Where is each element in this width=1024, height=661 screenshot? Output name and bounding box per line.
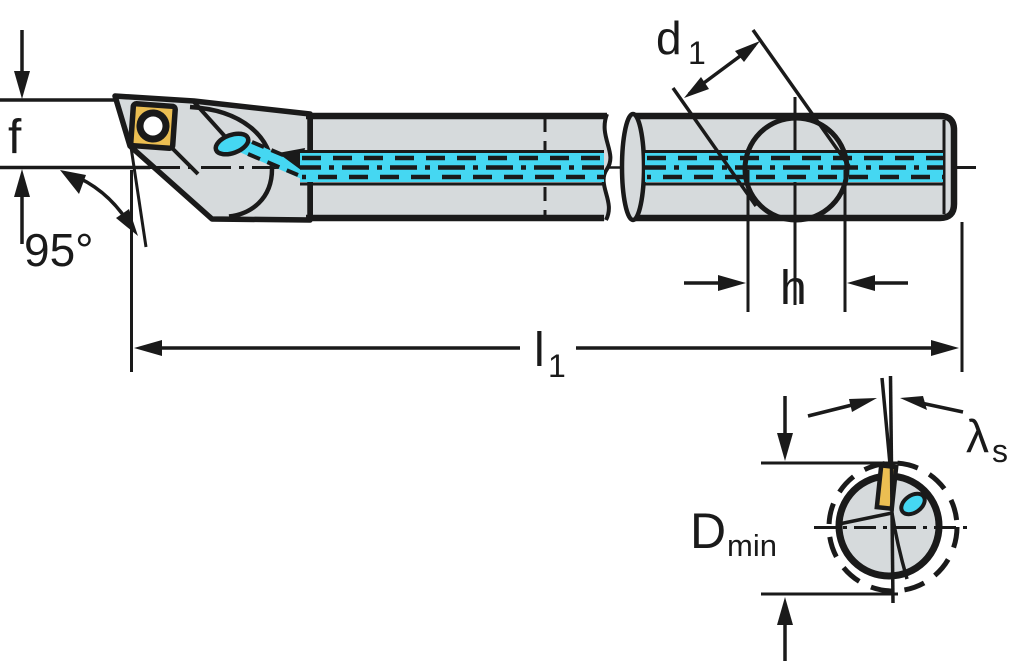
f-label: f <box>8 111 22 164</box>
lambda-label-sub: s <box>992 433 1008 469</box>
lambda-arrowhead-left <box>849 398 877 412</box>
end-view: λ s D min <box>690 375 1008 661</box>
dmin-label-main: D <box>690 503 726 559</box>
d1-dimension: d 1 <box>656 12 851 208</box>
coolant-outlet-hole <box>213 131 251 157</box>
coolant-hole-end-view <box>899 491 927 517</box>
angle-arrowhead-start <box>60 170 86 194</box>
lambda-tilted-line <box>880 377 892 465</box>
d1-label-sub: 1 <box>688 35 706 71</box>
lambda-vertical-line <box>888 375 895 604</box>
cutting-insert-side <box>128 101 178 151</box>
f-arrowhead-down <box>14 71 30 99</box>
l1-label-main: l <box>534 324 545 377</box>
lambda-pointer-line-right <box>920 401 964 414</box>
d1-tangent-line-left <box>671 86 758 208</box>
h-dimension: h <box>684 170 908 315</box>
d1-label-main: d <box>656 12 682 64</box>
insert-screw-hole <box>136 109 170 143</box>
clamp-circle <box>742 115 850 223</box>
cutting-edge-extension-line <box>129 146 148 248</box>
approach-angle-label: 95° <box>24 224 94 276</box>
dmin-label-sub: min <box>727 528 777 563</box>
d1-arrowhead-lower <box>684 77 709 98</box>
h-arrowhead-left <box>718 275 746 291</box>
end-view-edge-line <box>838 511 893 526</box>
coolant-diagonal-dashes-bottom <box>247 152 299 177</box>
l1-arrowhead-right <box>931 340 959 356</box>
dmin-arrowhead-up <box>777 597 793 625</box>
f-dimension: f <box>0 30 150 244</box>
lambda-pointer-line-left <box>807 402 857 418</box>
coolant-flow-arrowhead <box>278 148 305 170</box>
l1-dimension: l 1 <box>130 170 964 384</box>
lambda-label-main: λ <box>966 410 989 462</box>
approach-angle-annotation: 95° <box>24 146 148 276</box>
lambda-arrowhead-right <box>900 396 927 410</box>
min-bore-dashed-circle <box>826 460 960 594</box>
shaft1-break-curve <box>601 113 613 221</box>
shaft2-outline <box>634 112 958 222</box>
l1-label-sub: 1 <box>548 348 566 384</box>
coolant-channel <box>213 131 943 186</box>
l1-arrowhead-left <box>134 340 162 356</box>
h-label: h <box>780 262 807 315</box>
angle-arrowhead-end <box>116 209 138 236</box>
d1-arrowhead-upper <box>735 41 760 62</box>
dmin-arrowhead-down <box>777 433 793 461</box>
pocket-bottom-line <box>169 145 200 176</box>
shaft2-break-ellipse <box>619 111 647 223</box>
h-arrowhead-right <box>847 275 875 291</box>
f-arrowhead-up <box>14 169 30 197</box>
d1-tangent-line-right <box>751 28 851 168</box>
coolant-diagonal-channel <box>236 139 310 179</box>
